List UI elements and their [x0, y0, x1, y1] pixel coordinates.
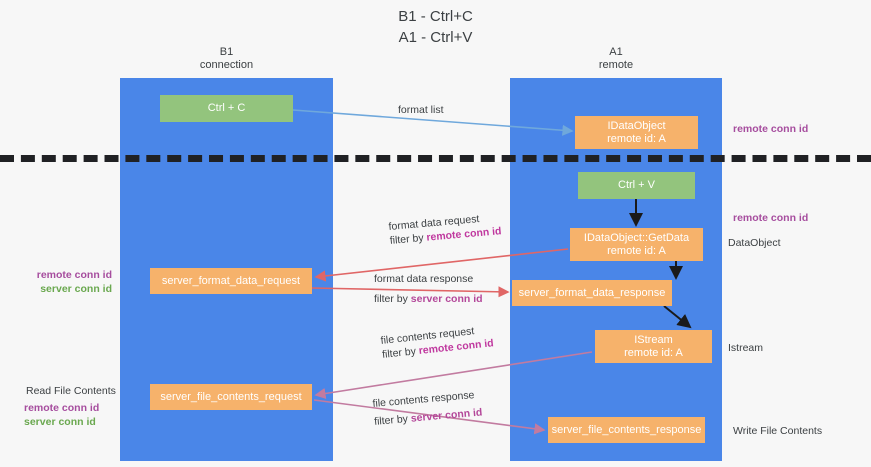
edge-label-format-list: format list	[398, 103, 444, 117]
column-header-b1: B1 connection	[199, 46, 254, 71]
node-server-format-data-request-label: server_format_data_request	[161, 274, 301, 287]
filter-prefix: filter by	[373, 412, 412, 428]
edge-label-file-contents-request: file contents request filter by remote c…	[380, 322, 494, 362]
node-idataobject-getdata[interactable]: IDataObject::GetData remote id: A	[570, 228, 703, 261]
edge-label-format-data-response-filter: filter by server conn id	[374, 292, 483, 306]
node-ctrl-c[interactable]: Ctrl + C	[160, 95, 293, 122]
node-server-file-contents-response-label: server_file_contents_response	[551, 423, 702, 436]
phase-separator	[0, 155, 871, 162]
node-server-file-contents-request[interactable]: server_file_contents_request	[150, 384, 312, 410]
node-server-format-data-response-label: server_format_data_response	[518, 286, 666, 299]
annotation-remote-conn-id-top: remote conn id	[733, 123, 809, 135]
node-istream-line1: IStream	[634, 333, 673, 346]
filter-prefix: filter by	[374, 293, 411, 305]
annotation-left-remote-conn-id-2: remote conn id	[24, 402, 100, 414]
node-idataobject-line1: IDataObject	[607, 119, 666, 132]
edge-label-format-data-response: format data response filter by server co…	[374, 272, 483, 306]
node-ctrl-v-label: Ctrl + V	[618, 179, 655, 191]
node-istream[interactable]: IStream remote id: A	[595, 330, 712, 363]
node-server-file-contents-response[interactable]: server_file_contents_response	[548, 417, 705, 443]
node-ctrl-v[interactable]: Ctrl + V	[578, 172, 695, 199]
annotation-read-file-contents: Read File Contents	[26, 385, 116, 397]
node-server-file-contents-request-label: server_file_contents_request	[160, 390, 302, 403]
annotation-remote-conn-id-mid: remote conn id	[733, 212, 809, 224]
annotation-left-server-conn-id: server conn id	[40, 283, 112, 295]
node-server-format-data-request[interactable]: server_format_data_request	[150, 268, 312, 294]
diagram-title: B1 - Ctrl+C A1 - Ctrl+V	[398, 8, 473, 46]
annotation-write-file-contents: Write File Contents	[733, 425, 823, 437]
annotation-left-conn-ids-bottom: remote conn id server conn id	[24, 401, 116, 429]
node-server-format-data-response[interactable]: server_format_data_response	[512, 280, 672, 306]
column-header-a1: A1 remote	[598, 46, 634, 71]
node-idataobject[interactable]: IDataObject remote id: A	[575, 116, 698, 149]
edge-label-format-data-request: format data request filter by remote con…	[388, 210, 502, 248]
node-getdata-line2: remote id: A	[607, 244, 666, 257]
node-ctrl-c-label: Ctrl + C	[207, 102, 246, 114]
annotation-left-conn-ids-top: remote conn id server conn id	[20, 268, 112, 296]
annotation-left-server-conn-id-2: server conn id	[24, 416, 96, 428]
node-idataobject-line2: remote id: A	[607, 132, 666, 145]
edge-label-format-list-text: format list	[398, 104, 444, 116]
annotation-dataobject: DataObject	[728, 237, 781, 249]
node-istream-line2: remote id: A	[624, 346, 683, 359]
annotation-istream: Istream	[728, 342, 764, 354]
edge-label-file-contents-response: file contents response filter by server …	[372, 388, 483, 429]
filter-prefix: filter by	[389, 231, 427, 247]
edge-label-format-data-response-text: format data response	[374, 273, 474, 285]
annotation-left-remote-conn-id: remote conn id	[36, 269, 112, 281]
filter-key-server-conn-id: server conn id	[410, 293, 483, 305]
filter-prefix: filter by	[381, 345, 420, 361]
node-getdata-line1: IDataObject::GetData	[583, 231, 690, 244]
